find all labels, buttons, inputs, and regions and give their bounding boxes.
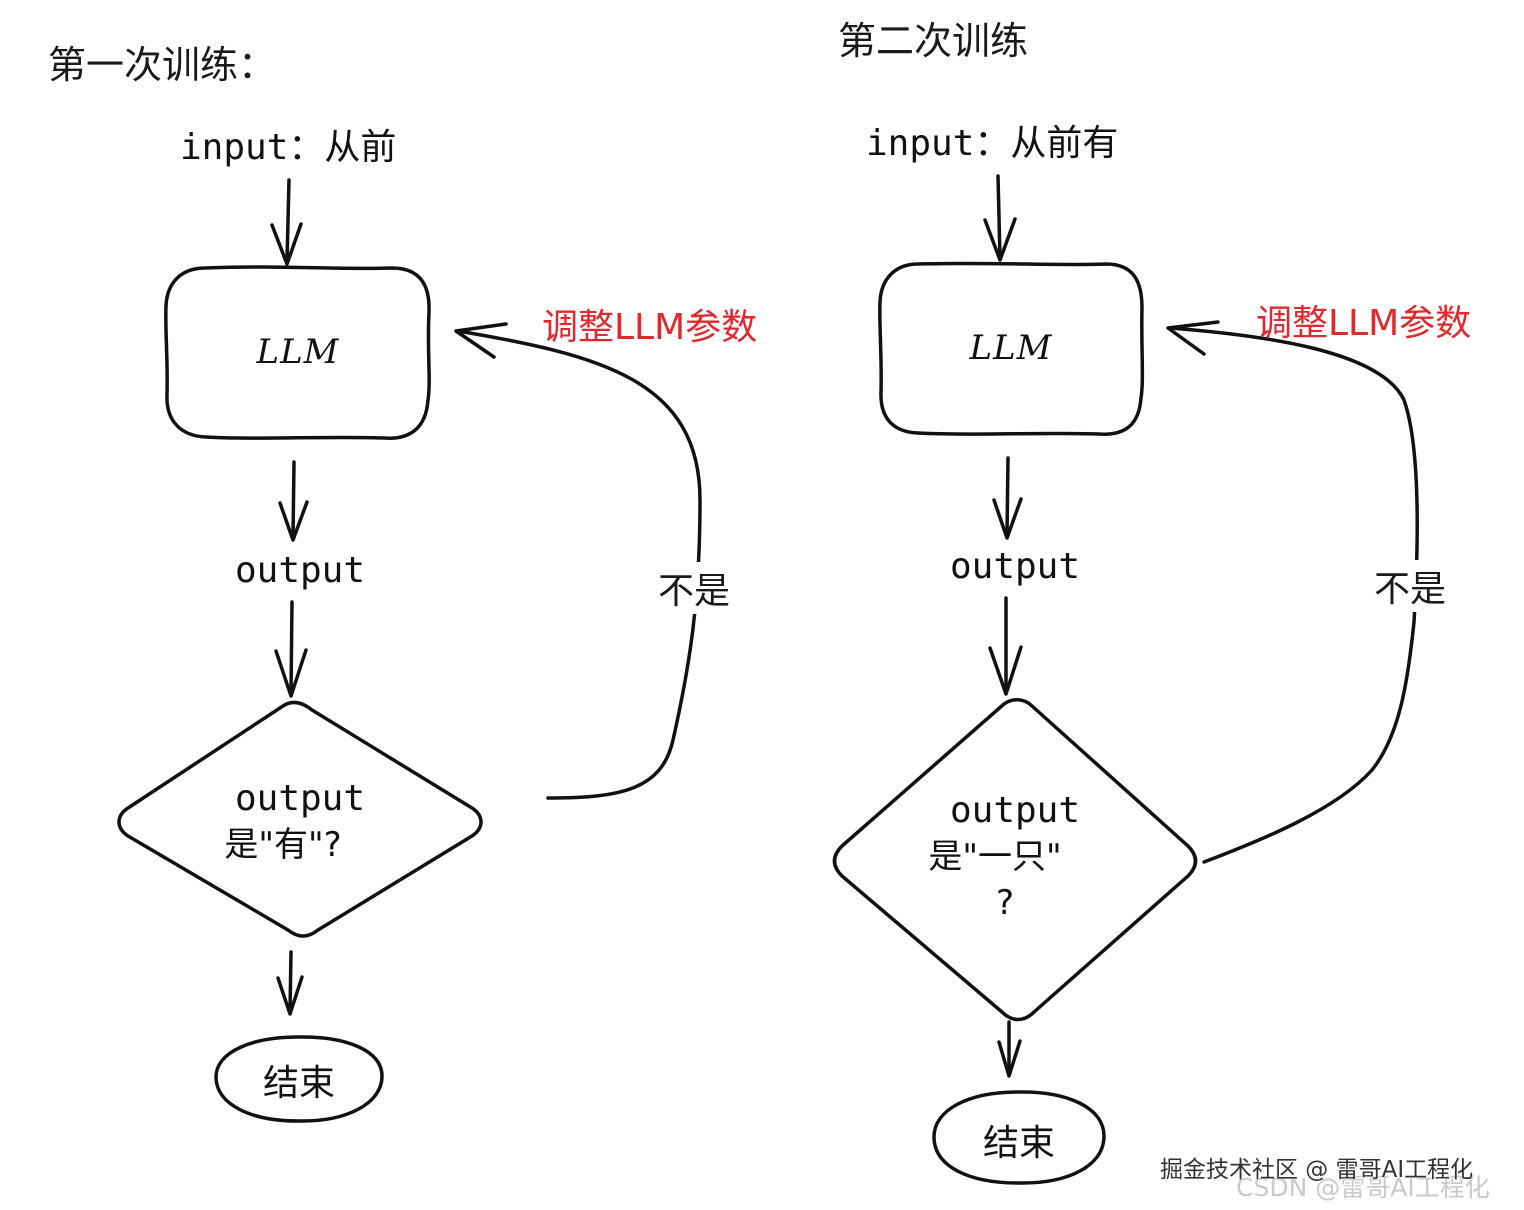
feedback-arrowhead-2 (1166, 320, 1220, 356)
llm-box-1 (164, 265, 431, 440)
arrowhead-decision-to-end-1 (276, 975, 304, 1016)
panel-1-title: 第一次训练： (48, 43, 277, 87)
arrowhead-output-to-decision-2 (988, 645, 1023, 696)
arrow-llm-to-output-1 (291, 460, 296, 540)
watermark-csdn: CSDN @雷哥AI工程化 (1236, 1173, 1490, 1202)
arrowhead-input-to-llm-2 (983, 217, 1017, 262)
panel-2-decision-label: output 是"一只" ? (895, 788, 1135, 926)
panel-2-no-label: 不是 (1374, 560, 1447, 612)
panel-1-feedback-label: 调整LLM参数 (542, 307, 758, 348)
arrowhead-llm-to-output-2 (992, 497, 1023, 540)
arrow-decision-to-end-1 (288, 950, 293, 1014)
arrowhead-decision-to-end-2 (997, 1039, 1022, 1078)
llm-box-2 (878, 261, 1145, 436)
panel-1-decision-line-2: 是"有"? (224, 825, 342, 865)
decision-diamond-1 (117, 700, 483, 938)
panel-2-title: 第二次训练 (838, 19, 1029, 63)
panel-1-end-node-label: 结束 (262, 1063, 335, 1104)
arrowhead-output-to-decision-1 (274, 648, 308, 698)
watermark-juejin: 掘金技术社区 @ 雷哥AI工程化 (1160, 1157, 1474, 1183)
arrow-input-to-llm-2 (996, 174, 1002, 260)
arrow-output-to-decision-1 (289, 600, 294, 696)
panel-2-decision-line-2: 是"一只" (928, 837, 1062, 877)
panel-1-no-label: 不是 (658, 562, 731, 614)
panel-2-llm-node-label: LLM (969, 328, 1053, 368)
panel-2-decision-line-3: ? (995, 883, 1015, 923)
arrow-input-to-llm-1 (285, 178, 291, 264)
panel-1-output-node-label: output (234, 550, 366, 591)
panel-2-input-label: input：从前有 (866, 123, 1119, 164)
arrowhead-llm-to-output-1 (278, 500, 309, 542)
decision-diamond-2 (832, 698, 1198, 1022)
panel-2-output-node-label: output (949, 546, 1081, 587)
feedback-arrowhead-1 (454, 322, 508, 359)
panel-2-feedback-label: 调整LLM参数 (1256, 303, 1472, 344)
arrow-llm-to-output-2 (1005, 456, 1010, 538)
panel-1-input-label: input：从前 (180, 127, 397, 168)
end-ellipse-1 (214, 1035, 384, 1123)
arrowhead-input-to-llm-1 (270, 222, 303, 266)
panel-2-decision-line-1: output (949, 790, 1081, 831)
panel-1-decision-line-1: output (234, 778, 366, 819)
panel-1-llm-node-label: LLM (256, 332, 340, 372)
panel-1-decision-label: output 是"有"? (180, 776, 420, 868)
end-ellipse-2 (932, 1090, 1106, 1185)
panel-2-end-node-label: 结束 (982, 1123, 1055, 1164)
